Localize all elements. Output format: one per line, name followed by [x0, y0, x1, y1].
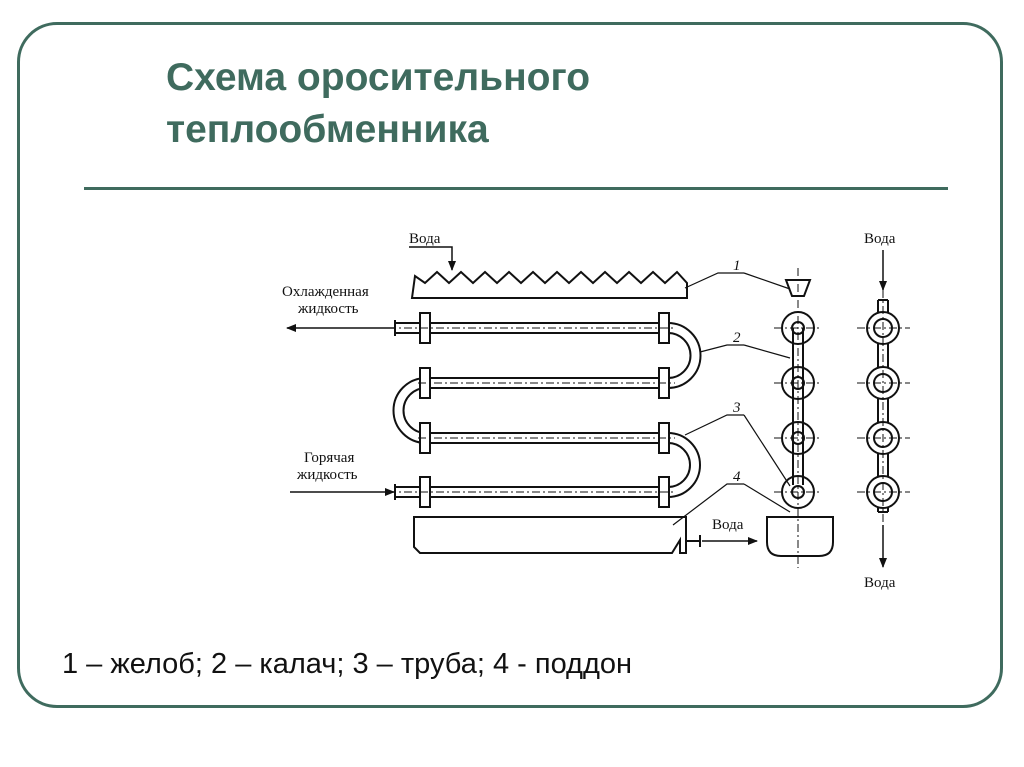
legend-caption: 1 – желоб; 2 – калач; 3 – труба; 4 - под…: [62, 648, 633, 680]
water-outlet-label: Вода: [712, 517, 744, 533]
hot-liquid-label-1: Горячая: [304, 450, 354, 466]
title-line-2: теплообменника: [166, 108, 489, 151]
title-line-1: Схема оросительного: [166, 56, 591, 99]
end-view-water-bottom-label: Вода: [864, 575, 896, 591]
pipe-centerlines: [388, 327, 675, 493]
pipe-coil: [392, 312, 702, 508]
tray: [413, 516, 687, 554]
callout-3: 3: [732, 400, 741, 416]
callout-leaders: [672, 272, 791, 526]
end-view-centerlines: [857, 290, 910, 525]
cooled-liquid-label-2: жидкость: [297, 301, 359, 317]
side-view: [766, 279, 834, 557]
cooled-liquid-label-1: Охлажденная: [282, 284, 369, 300]
slide-title: Схема оросительного теплообменника: [166, 52, 866, 156]
callout-1: 1: [733, 258, 741, 274]
water-inlet-label: Вода: [409, 231, 441, 247]
callout-4: 4: [733, 469, 741, 485]
slide-frame: [17, 22, 1003, 708]
callout-2: 2: [733, 330, 741, 346]
title-divider: [84, 187, 948, 190]
water-inlet-arrow: [409, 246, 456, 271]
end-view-water-top-label: Вода: [864, 231, 896, 247]
trough: [410, 270, 688, 299]
side-view-centerlines: [774, 268, 822, 568]
hot-liquid-label-2: жидкость: [296, 467, 358, 483]
